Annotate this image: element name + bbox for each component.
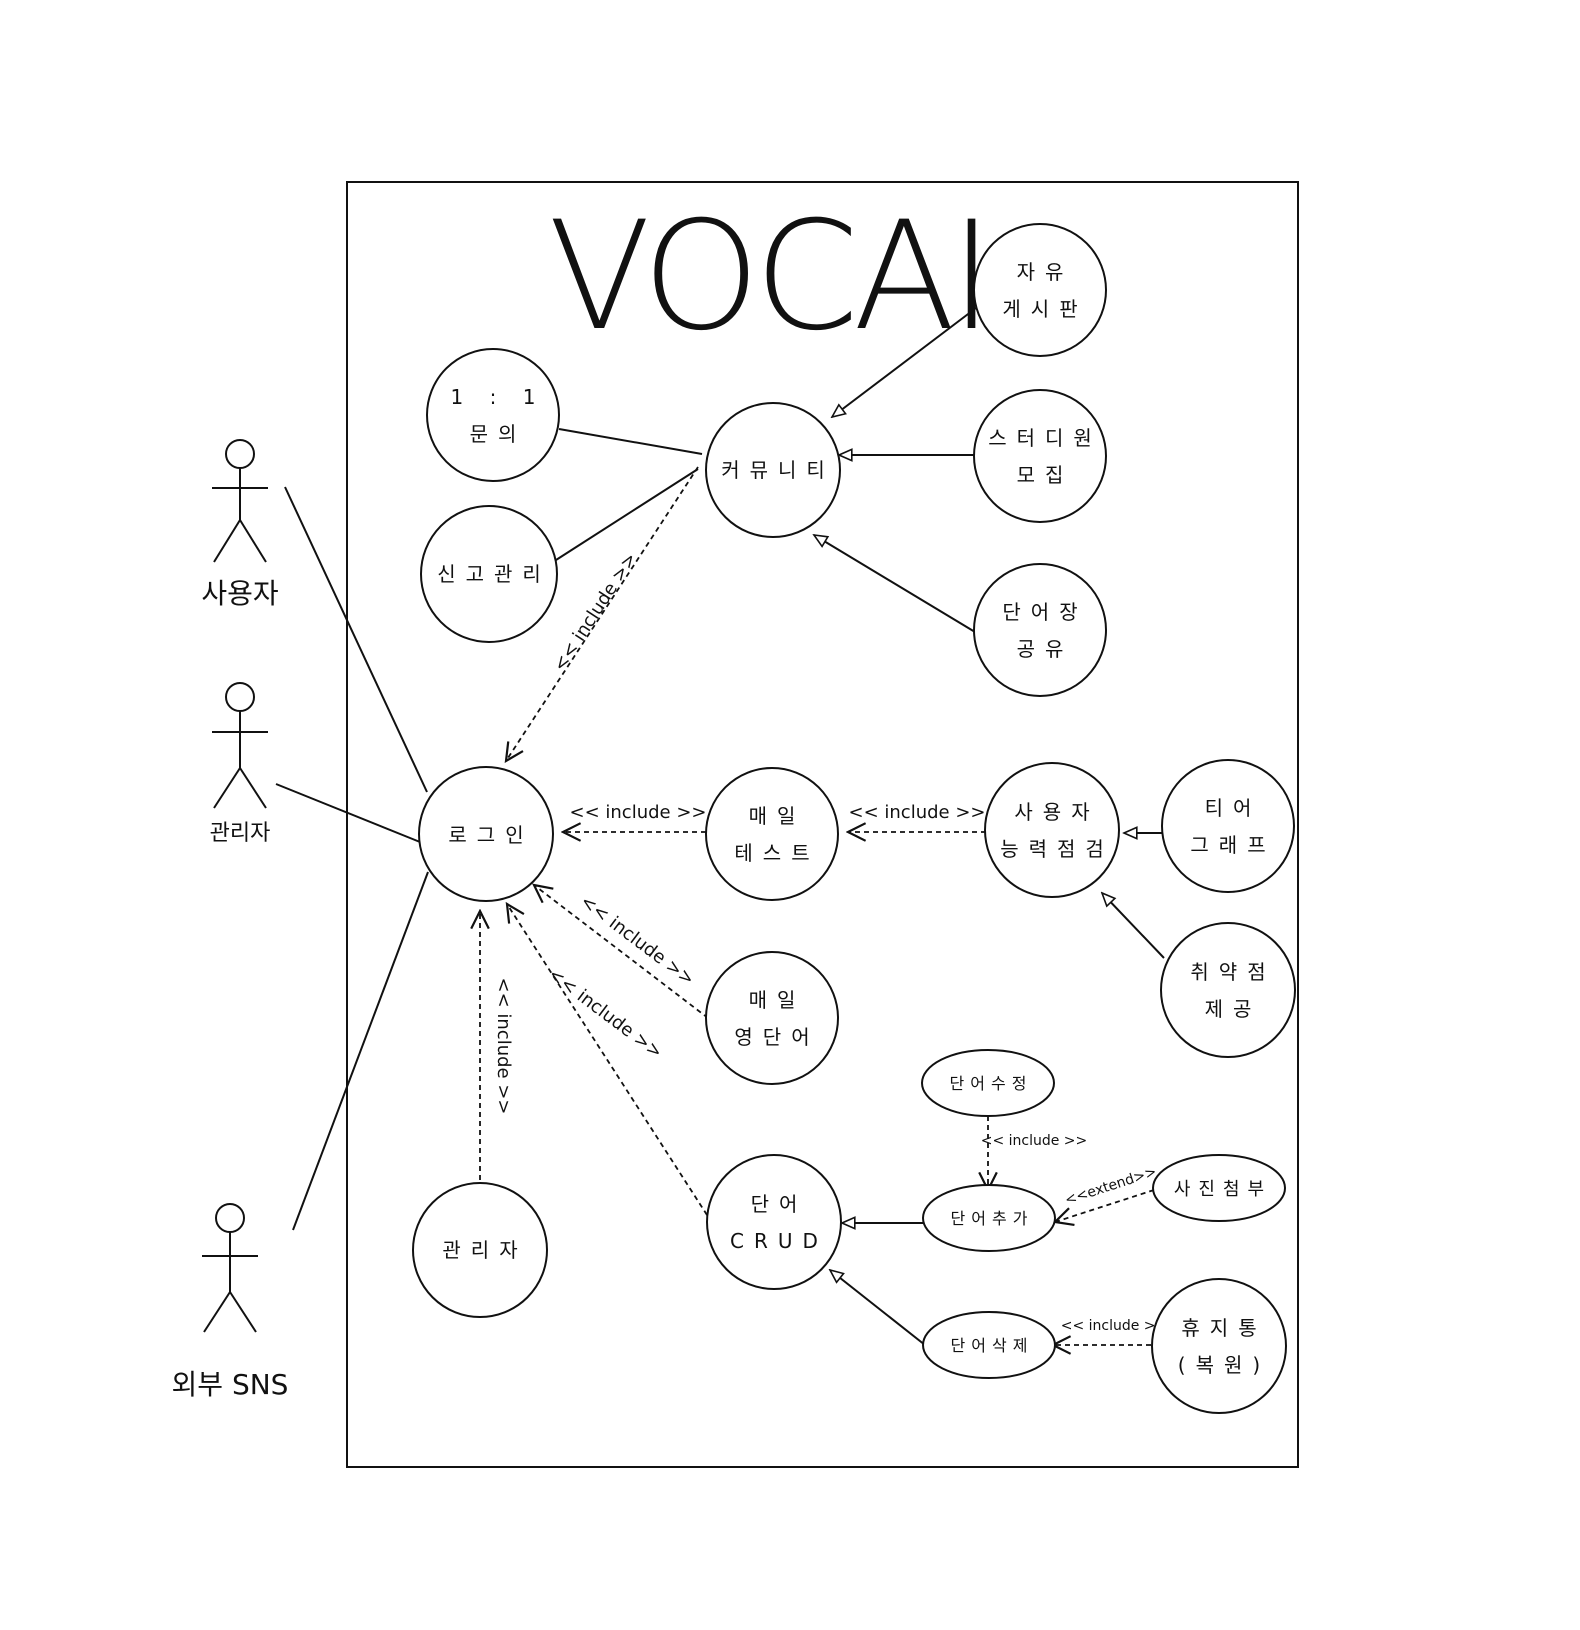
uc-ability-check <box>984 762 1120 898</box>
uc-weak-point-label-1: 취약점 <box>1190 960 1275 984</box>
uc-word-add-label: 단어추가 <box>951 1209 1034 1228</box>
uc-word-crud-label-1: 단어 <box>751 1192 808 1216</box>
label-include-trash-worddelete: << include >> <box>1061 1318 1168 1334</box>
uc-study-label-1: 스터디원 <box>988 426 1102 450</box>
uc-wordbook-share-label-1: 단어장 <box>1002 600 1087 624</box>
gen-weak-ability <box>1102 893 1165 959</box>
uc-daily-test <box>705 767 839 901</box>
actor-sns-head-icon <box>215 1203 245 1233</box>
uc-tier-graph <box>1161 759 1295 893</box>
uc-login <box>418 766 554 902</box>
assoc-inquiry-community <box>558 428 703 455</box>
uc-word-edit <box>921 1049 1055 1117</box>
uc-weak-point-label-2: 제공 <box>1205 997 1262 1021</box>
uc-community-label: 커뮤니티 <box>721 458 835 482</box>
actor-user-label: 사용자 <box>201 577 278 610</box>
assoc-user-login <box>284 486 428 793</box>
uc-daily-test-label-2: 테스트 <box>734 841 819 865</box>
uc-daily-word-label-2: 영단어 <box>734 1025 819 1049</box>
label-include-dailyword-login: << include >> <box>576 891 698 990</box>
uc-free-board-label-1: 자유 <box>1017 260 1074 284</box>
actor-user <box>212 439 268 563</box>
uc-free-board <box>973 223 1107 357</box>
actor-user-head-icon <box>225 439 255 469</box>
uc-ability-check-label-1: 사용자 <box>1014 800 1099 824</box>
actor-admin <box>212 682 268 809</box>
uc-study-label-2: 모집 <box>1017 463 1074 487</box>
uc-word-add <box>922 1184 1056 1252</box>
uc-admin <box>412 1182 548 1318</box>
label-include-ability-dailytest: << include >> <box>849 802 986 823</box>
inc-crud-login <box>507 904 708 1216</box>
assoc-admin-login <box>275 783 421 843</box>
uc-admin-label: 관리자 <box>442 1238 527 1262</box>
gen-freeboard-community <box>832 304 981 417</box>
uc-study <box>973 389 1107 523</box>
assoc-report-community <box>555 468 699 561</box>
uc-report-label: 신고관리 <box>437 562 551 586</box>
uc-tier-graph-label-2: 그래프 <box>1190 833 1275 857</box>
uc-photo <box>1152 1154 1286 1222</box>
uc-login-label: 로그인 <box>448 823 533 847</box>
label-include-dailytest-login: << include >> <box>570 802 707 823</box>
uc-trash-label-1: 휴지통 <box>1181 1316 1266 1340</box>
uc-word-delete-label: 단어삭제 <box>951 1336 1034 1355</box>
uc-ability-check-label-2: 능력점검 <box>1000 837 1114 861</box>
actor-admin-head-icon <box>225 682 255 712</box>
uc-report <box>420 505 558 643</box>
uc-daily-word <box>705 951 839 1085</box>
gen-wordbook-community <box>814 535 981 636</box>
actor-admin-label: 관리자 <box>210 821 271 846</box>
uc-trash <box>1151 1278 1287 1414</box>
uc-word-delete <box>922 1311 1056 1379</box>
uc-word-edit-label: 단어수정 <box>950 1074 1033 1093</box>
uc-daily-word-label-1: 매일 <box>749 988 806 1012</box>
actor-sns <box>202 1203 258 1333</box>
inc-dailyword-login <box>534 885 709 1019</box>
assoc-sns-login <box>292 871 429 1231</box>
gen-worddelete-crud <box>830 1270 926 1346</box>
uc-word-crud <box>706 1154 842 1290</box>
uc-tier-graph-label-1: 티어 <box>1205 796 1262 820</box>
uc-word-crud-label-2: CRUD <box>730 1229 828 1253</box>
label-extend-photo-wordadd: <<extend>> <box>1063 1164 1159 1209</box>
uc-inquiry-label-1: 1 : 1 <box>451 385 546 409</box>
uc-weak-point <box>1160 922 1296 1058</box>
uc-wordbook-share <box>973 563 1107 697</box>
system-boundary <box>346 181 1299 1468</box>
inc-community-login <box>506 466 699 761</box>
uc-free-board-label-2: 게시판 <box>1002 297 1087 321</box>
uc-inquiry <box>426 348 560 482</box>
label-include-community-login: << include >> <box>549 549 641 675</box>
uc-community <box>705 402 841 538</box>
uc-inquiry-label-2: 문의 <box>470 422 527 446</box>
label-include-wordedit-wordadd: << include >> <box>981 1133 1088 1149</box>
uc-trash-label-2: (복원) <box>1178 1353 1270 1377</box>
uc-daily-test-label-1: 매일 <box>749 804 806 828</box>
label-include-crud-login: << include >> <box>544 964 666 1063</box>
label-include-admin-login: << include >> <box>493 978 514 1115</box>
system-title: VOCAI <box>548 190 988 364</box>
uc-wordbook-share-label-2: 공유 <box>1017 637 1074 661</box>
actor-sns-label: 외부 SNS <box>172 1368 289 1401</box>
uc-photo-label: 사진첨부 <box>1174 1179 1272 1200</box>
